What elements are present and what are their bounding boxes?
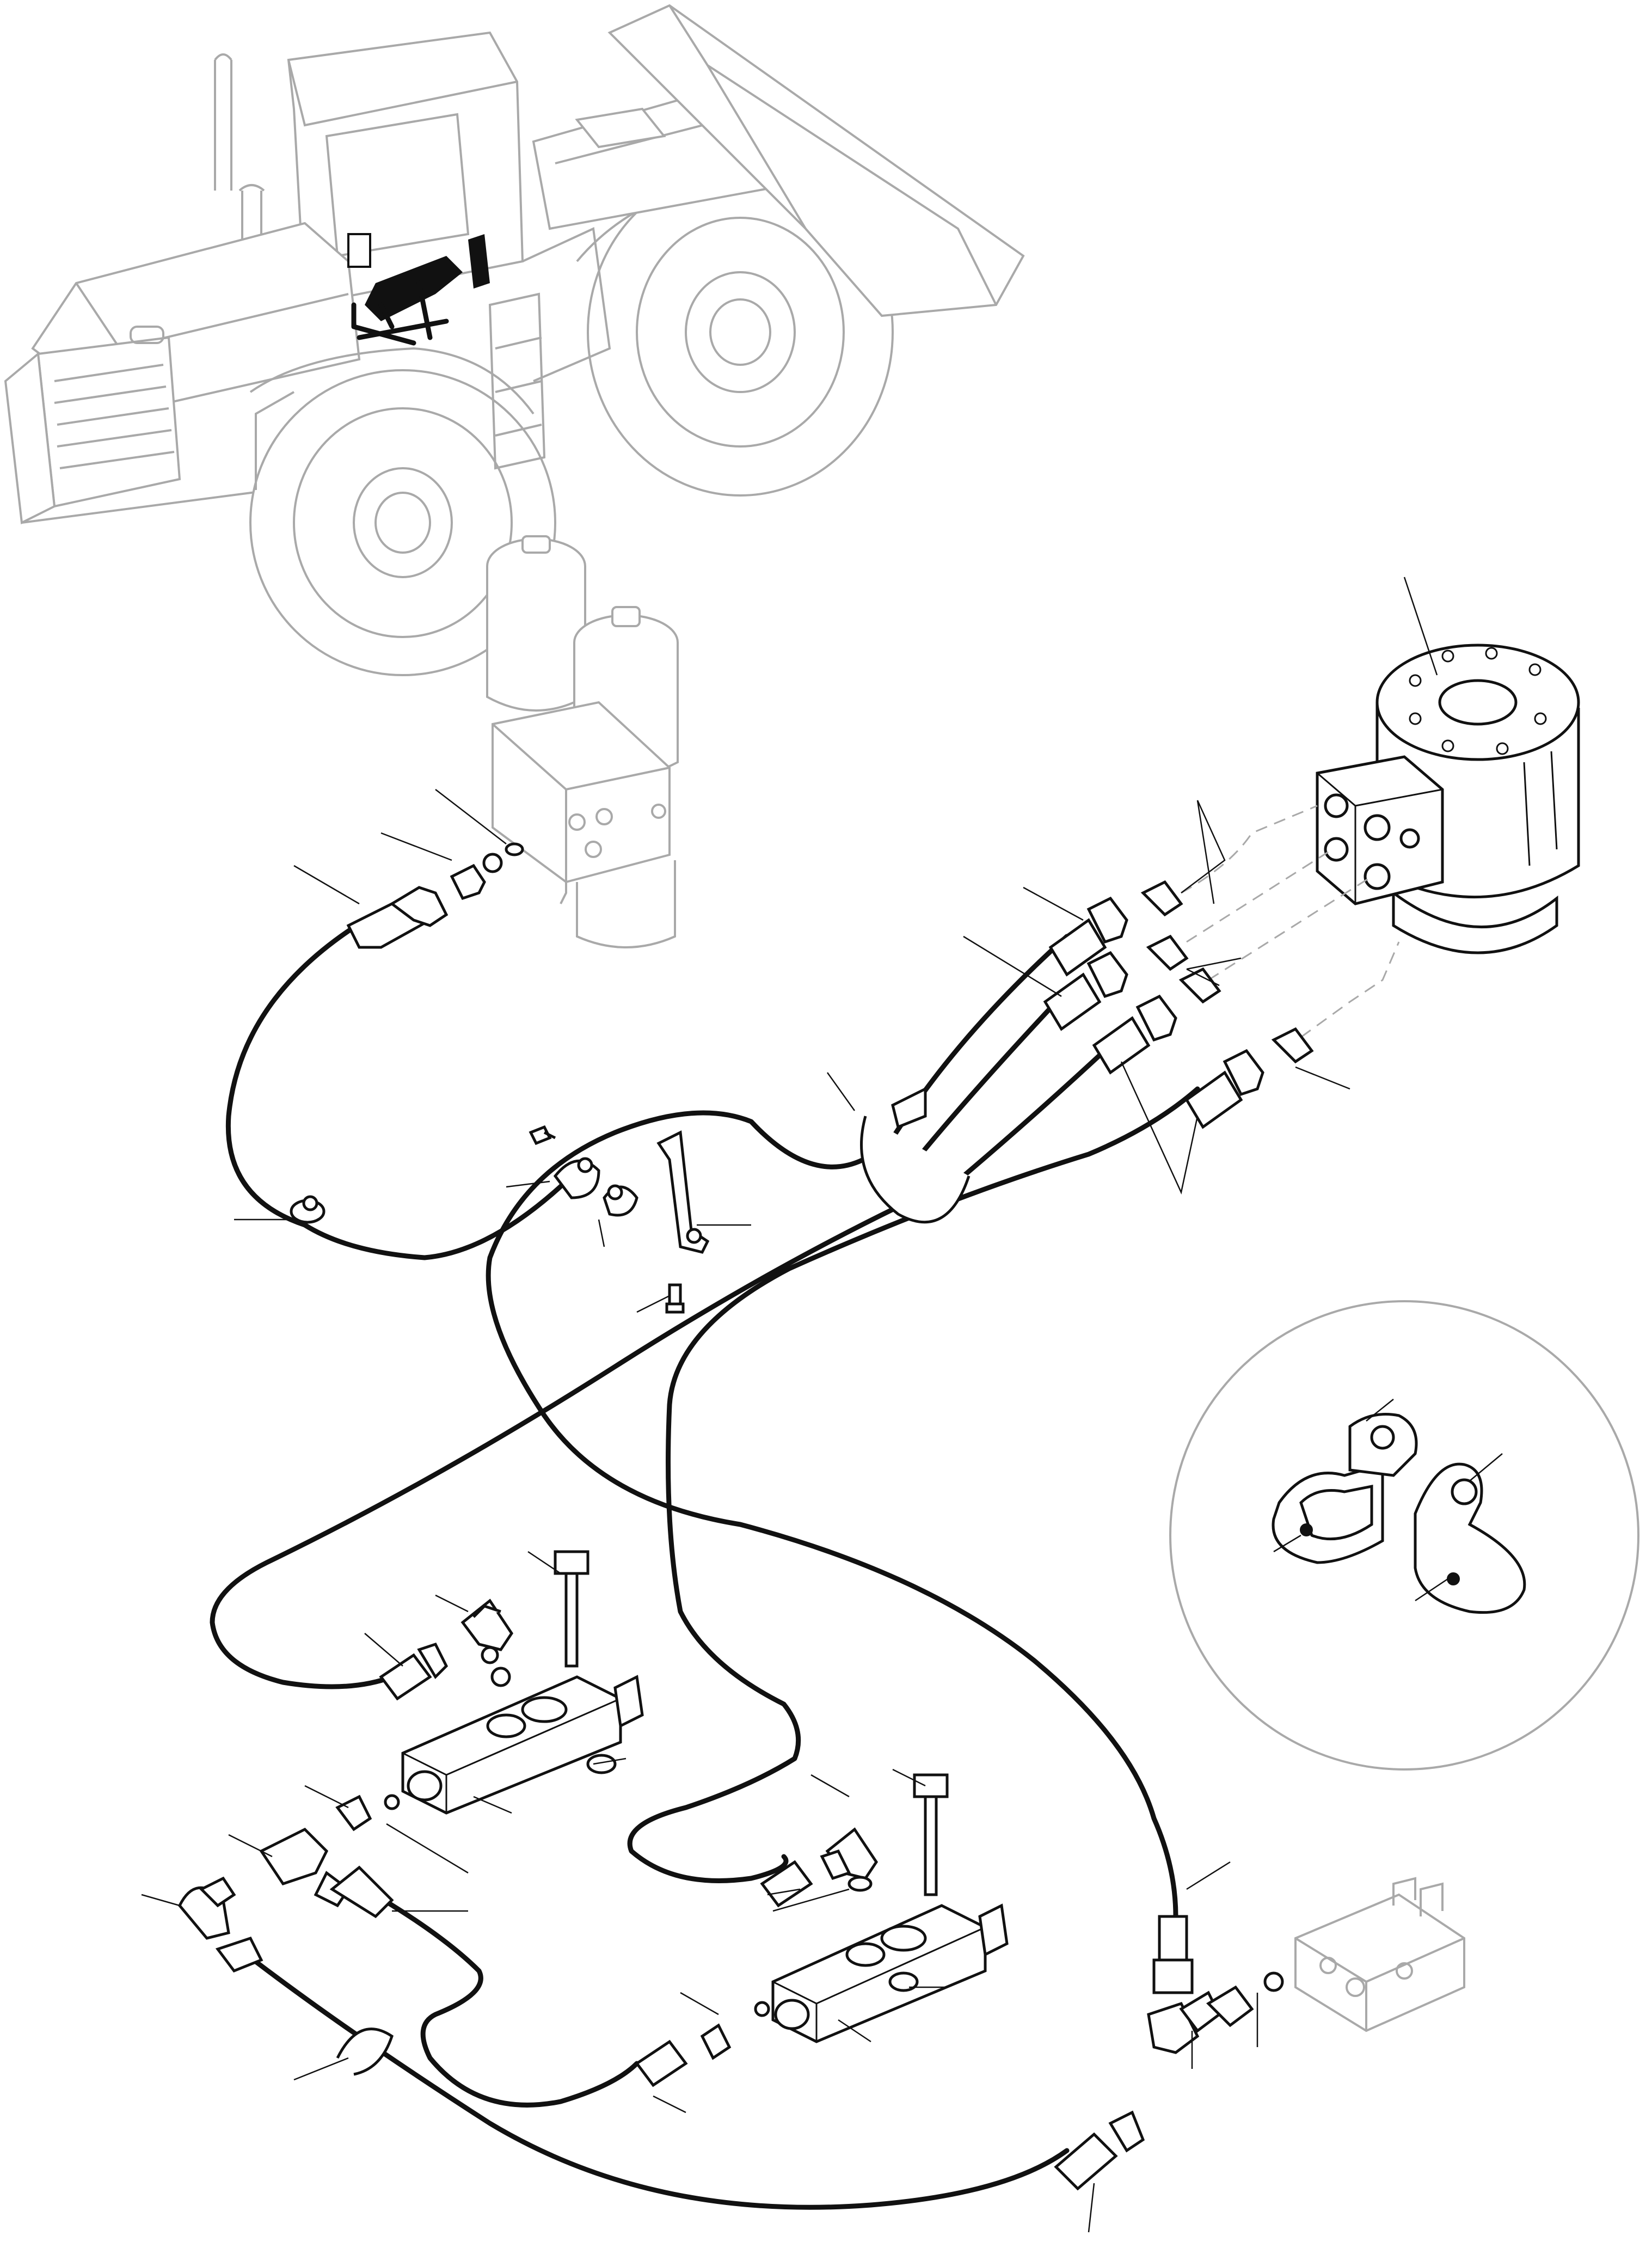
highlighted-hydraulic-lines (347, 233, 490, 346)
port-connection-lines (1181, 805, 1400, 1038)
fittings (346, 842, 1314, 1129)
fitting-accumulator-hose (346, 842, 524, 949)
tee-fitting-and-manifold (1054, 1877, 1465, 2191)
clamps-and-brackets (290, 1086, 971, 1314)
detail-clamp-double (1272, 1413, 1418, 1564)
fitting-steering-union-1 (1048, 880, 1183, 977)
fittings-left-lower (178, 1642, 851, 2087)
hydraulic-pipes (210, 923, 1200, 2210)
detail-view-clamps (1169, 1300, 1639, 1771)
fitting-steering-union-2 (1043, 934, 1221, 1031)
fitting-steering-union-3 (1092, 994, 1177, 1075)
callout-leader-lines (141, 789, 1350, 2233)
brake-valve-lower (771, 1773, 1009, 2043)
fitting-steering-union-4 (1184, 1027, 1314, 1129)
wheel-loader-overview (4, 4, 1025, 676)
brake-valve-upper (401, 1550, 644, 1815)
steering-valve (1316, 577, 1580, 954)
detail-clamp-single (1414, 1462, 1526, 1614)
accumulator-valve-block (486, 535, 679, 948)
